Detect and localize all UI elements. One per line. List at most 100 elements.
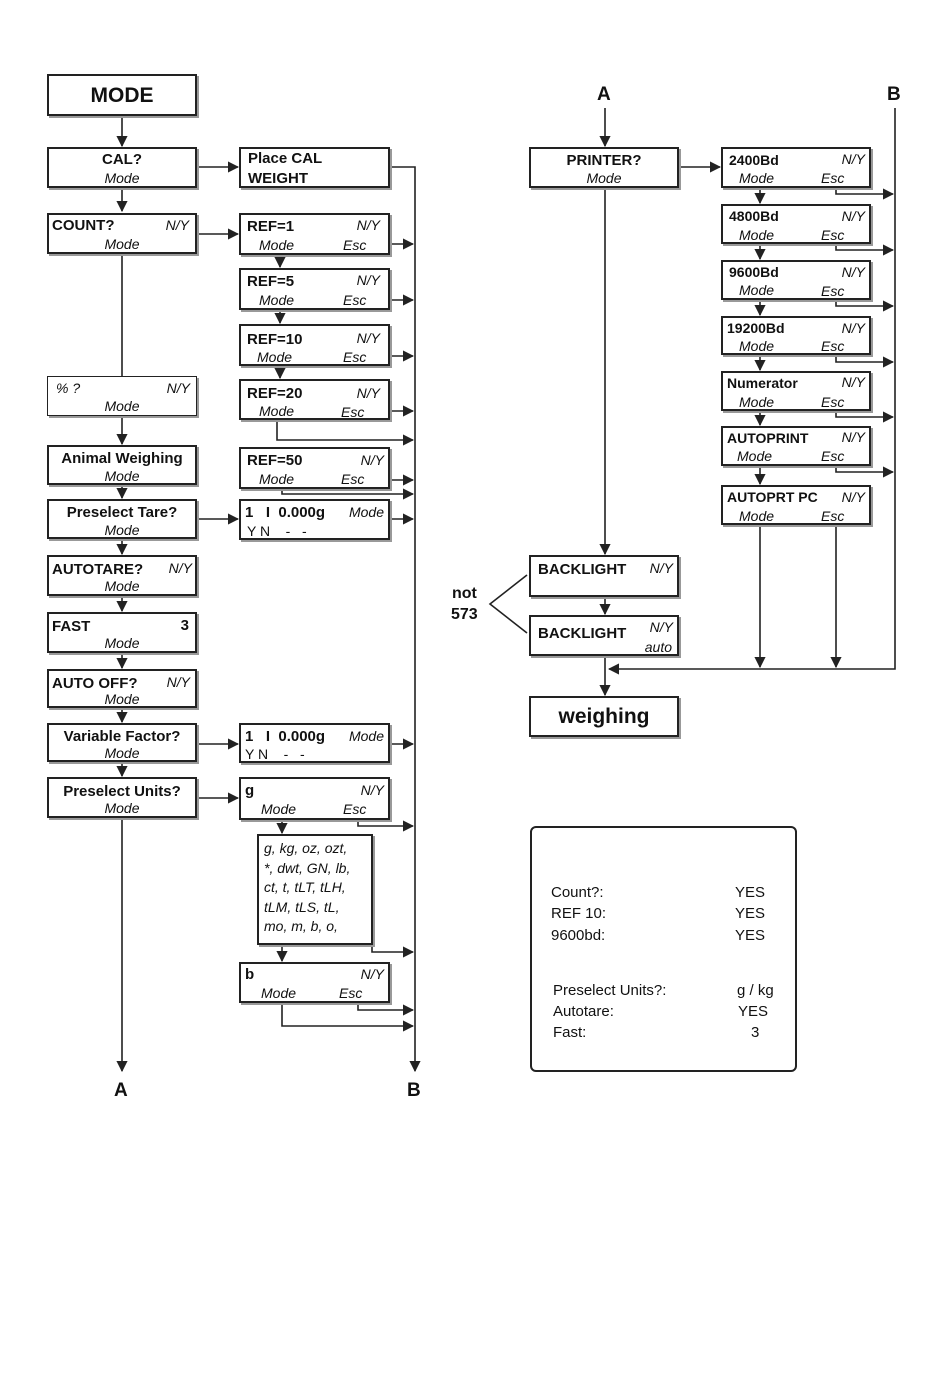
ref-box: REF=20 N/Y Mode Esc xyxy=(239,379,390,420)
cal-sub: Mode xyxy=(104,170,140,186)
ref-mode: Mode xyxy=(259,403,295,419)
baud-box: 4800Bd N/Y Mode Esc xyxy=(721,204,871,244)
baud-label: 9600Bd xyxy=(729,264,779,280)
not-573-line2: 573 xyxy=(451,606,478,623)
unit-list-text: g, kg, oz, ozt, *, dwt, GN, lb, ct, t, t… xyxy=(264,839,350,937)
weighing-box: weighing xyxy=(529,696,679,737)
fast-box: FAST 3 Mode xyxy=(47,612,197,653)
summary-value: 3 xyxy=(751,1024,760,1041)
baud-box: 9600Bd N/Y Mode Esc xyxy=(721,260,871,300)
baud-mode: Mode xyxy=(737,448,773,464)
backlight-auto-yn: N/Y xyxy=(649,619,673,635)
baud-label: 19200Bd xyxy=(727,320,785,336)
unit-g-esc: Esc xyxy=(343,801,367,817)
unit-list-line: tLM, tLS, tL, xyxy=(264,898,340,915)
baud-label: Numerator xyxy=(727,375,798,391)
ref-yn: N/Y xyxy=(356,385,380,401)
animal-weighing-box: Animal Weighing Mode xyxy=(47,445,197,485)
fast-value: 3 xyxy=(180,617,189,634)
variable-factor-title: Variable Factor? xyxy=(63,728,181,745)
ref-box: REF=5 N/Y Mode Esc xyxy=(239,268,390,310)
preselect-units-sub: Mode xyxy=(104,800,140,816)
printer-box: PRINTER? Mode xyxy=(529,147,679,188)
tare-digits: 1 I 0.000g xyxy=(245,504,326,521)
ref-box: REF=1 N/Y Mode Esc xyxy=(239,213,390,255)
place-cal-line2: WEIGHT xyxy=(248,170,308,187)
unit-list-line: g, kg, oz, ozt, xyxy=(264,840,348,856)
baud-mode: Mode xyxy=(739,282,775,298)
percent-sub: Mode xyxy=(104,398,140,414)
mode-box: MODE xyxy=(47,74,197,116)
count-sub: Mode xyxy=(104,236,140,252)
baud-label: AUTOPRT PC xyxy=(727,489,818,505)
baud-yn: N/Y xyxy=(841,489,865,505)
count-title: COUNT? xyxy=(52,217,115,234)
vf-yn: Y N - - xyxy=(245,746,305,762)
fast-sub: Mode xyxy=(104,635,140,651)
summary-value: YES xyxy=(735,927,766,944)
unit-g-yn: N/Y xyxy=(360,782,384,798)
ref-label: REF=10 xyxy=(247,331,303,348)
connector-b-bottom: B xyxy=(407,1080,421,1101)
auto-off-box: AUTO OFF? N/Y Mode xyxy=(47,669,197,708)
baud-box: AUTOPRINT N/Y Mode Esc xyxy=(721,426,871,466)
baud-esc: Esc xyxy=(821,227,845,243)
baud-esc: Esc xyxy=(821,338,845,354)
auto-off-title: AUTO OFF? xyxy=(52,675,138,692)
ref-box: REF=10 N/Y Mode Esc xyxy=(239,324,390,366)
not-573-line1: not xyxy=(452,585,477,602)
printer-title: PRINTER? xyxy=(566,152,642,169)
unit-b-label: b xyxy=(245,966,255,983)
ref-esc: Esc xyxy=(343,237,367,253)
baud-yn: N/Y xyxy=(841,151,865,167)
baud-mode: Mode xyxy=(739,338,775,354)
summary-value: YES xyxy=(735,884,766,901)
baud-esc: Esc xyxy=(821,508,845,524)
unit-list-box: g, kg, oz, ozt, *, dwt, GN, lb, ct, t, t… xyxy=(257,834,373,945)
variable-factor-box: Variable Factor? Mode xyxy=(47,723,197,762)
ref-mode: Mode xyxy=(259,237,295,253)
vf-mode: Mode xyxy=(348,728,384,744)
ref-label: REF=20 xyxy=(247,385,303,402)
baud-yn: N/Y xyxy=(841,374,865,390)
tare-mode: Mode xyxy=(348,504,384,520)
baud-esc: Esc xyxy=(821,394,845,410)
autotare-sub: Mode xyxy=(104,578,140,594)
ref-mode: Mode xyxy=(257,349,293,365)
tare-yn: Y N - - xyxy=(247,523,307,539)
backlight-auto-box: BACKLIGHT N/Y auto xyxy=(529,615,679,656)
unit-b-esc: Esc xyxy=(339,985,363,1001)
connector-b-top: B xyxy=(887,84,901,105)
baud-mode: Mode xyxy=(739,508,775,524)
mode-title: MODE xyxy=(90,84,154,107)
baud-mode: Mode xyxy=(739,227,775,243)
ref-label: REF=1 xyxy=(247,218,295,235)
baud-label: AUTOPRINT xyxy=(727,430,809,446)
ref-box: REF=50 N/Y Mode Esc xyxy=(239,447,390,489)
summary-printout: Count?: YES REF 10: YES 9600bd: YES Pres… xyxy=(530,826,797,1072)
baud-box: AUTOPRT PC N/Y Mode Esc xyxy=(721,485,871,525)
autotare-box: AUTOTARE? N/Y Mode xyxy=(47,555,197,596)
connector-a-top: A xyxy=(597,84,611,105)
fast-title: FAST xyxy=(52,618,91,635)
preselect-tare-sub: Mode xyxy=(104,522,140,538)
baud-mode: Mode xyxy=(739,170,775,186)
cal-title: CAL? xyxy=(102,151,142,168)
summary-value: YES xyxy=(735,905,766,922)
vf-display-box: 1 I 0.000g Mode Y N - - xyxy=(239,723,390,763)
printer-sub: Mode xyxy=(586,170,622,186)
baud-label: 2400Bd xyxy=(729,152,779,168)
baud-esc: Esc xyxy=(821,170,845,186)
vf-digits: 1 I 0.000g xyxy=(245,728,326,745)
baud-label: 4800Bd xyxy=(729,208,779,224)
ref-label: REF=5 xyxy=(247,273,295,290)
cal-box: CAL? Mode xyxy=(47,147,197,188)
summary-label: REF 10: xyxy=(551,905,607,922)
preselect-units-box: Preselect Units? Mode xyxy=(47,777,197,818)
place-cal-box: Place CAL WEIGHT xyxy=(239,147,390,188)
summary-value: YES xyxy=(738,1003,769,1020)
backlight-auto-title: BACKLIGHT xyxy=(538,625,627,642)
summary-label: Autotare: xyxy=(553,1003,614,1020)
animal-sub: Mode xyxy=(104,468,140,484)
preselect-units-title: Preselect Units? xyxy=(63,783,181,800)
